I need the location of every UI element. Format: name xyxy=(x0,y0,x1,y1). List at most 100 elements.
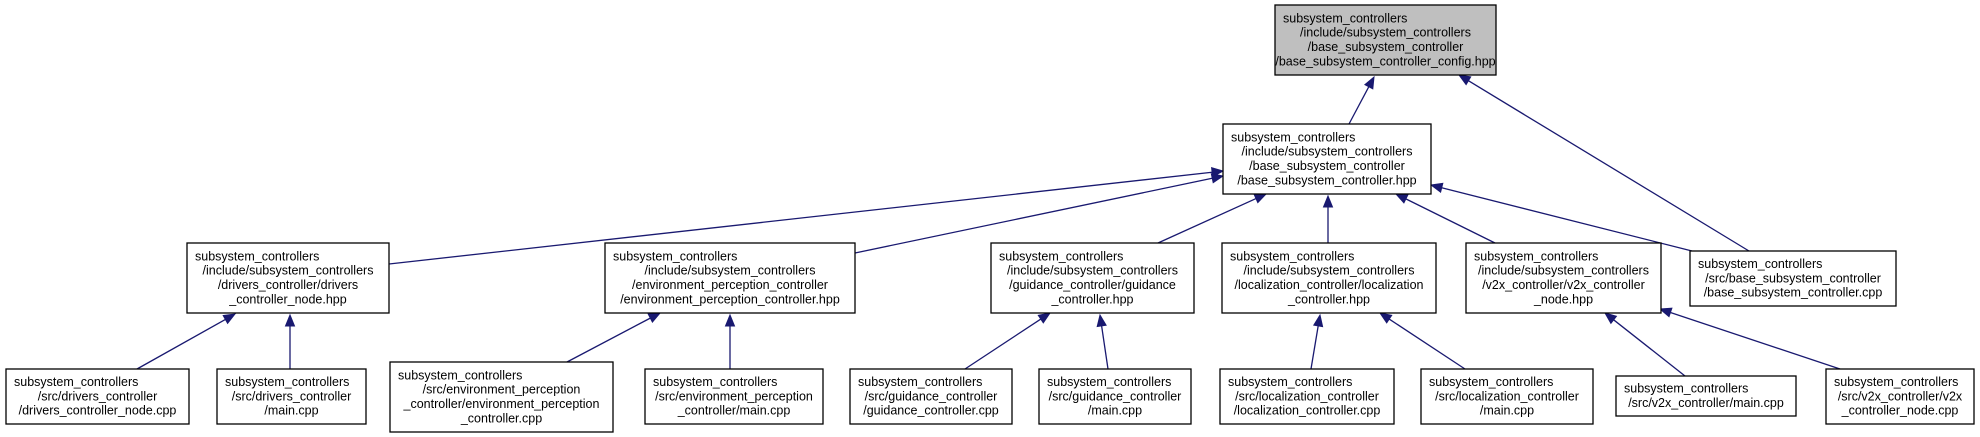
file-node[interactable]: subsystem_controllers/src/guidance_contr… xyxy=(849,368,1013,425)
node-label-line: _controller_node.cpp xyxy=(1841,404,1959,418)
file-node[interactable]: subsystem_controllers/src/drivers_contro… xyxy=(216,368,367,425)
node-label-line: /base_subsystem_controller xyxy=(1308,40,1464,54)
node-label-line: /base_subsystem_controller xyxy=(1249,159,1405,173)
node-box xyxy=(1274,4,1497,76)
node-label-line: /include/subsystem_controllers xyxy=(1242,145,1413,159)
file-node[interactable]: subsystem_controllers/src/environment_pe… xyxy=(389,361,614,433)
edge-line xyxy=(1441,187,1693,252)
node-box xyxy=(1219,368,1395,425)
edge-line xyxy=(1468,80,1750,252)
edge-line xyxy=(1157,197,1257,244)
arrowhead-icon xyxy=(1253,193,1268,204)
edge-n12-n4 xyxy=(964,312,1052,370)
node-label-line: subsystem_controllers xyxy=(398,368,522,382)
node-label-line: /src/v2x_controller/v2x xyxy=(1838,389,1963,403)
node-box xyxy=(644,368,824,425)
node-box xyxy=(1222,123,1432,195)
node-label-line: /v2x_controller/v2x_controller xyxy=(1482,278,1645,292)
node-label-line: /include/subsystem_controllers xyxy=(645,264,816,278)
node-label-line: /guidance_controller.cpp xyxy=(863,404,999,418)
node-label-line: /main.cpp xyxy=(1480,404,1534,418)
edge-n3-n1 xyxy=(854,173,1225,254)
node-label-line: subsystem_controllers xyxy=(14,375,138,389)
edge-n13-n4 xyxy=(1096,313,1109,370)
arrowhead-icon xyxy=(1096,313,1107,328)
file-node[interactable]: subsystem_controllers/src/v2x_controller… xyxy=(1825,368,1975,425)
node-label-line: /main.cpp xyxy=(1088,404,1142,418)
node-label-line: subsystem_controllers xyxy=(1283,11,1407,25)
node-label-line: _controller.hpp xyxy=(1287,292,1370,306)
edge-line xyxy=(854,177,1213,254)
node-label-line: /src/base_subsystem_controller xyxy=(1705,271,1881,285)
file-node[interactable]: subsystem_controllers/include/subsystem_… xyxy=(186,242,390,314)
file-node[interactable]: subsystem_controllers/include/subsystem_… xyxy=(1465,242,1662,314)
node-label-line: /guidance_controller/guidance xyxy=(1009,278,1176,292)
node-label-line: subsystem_controllers xyxy=(1231,130,1355,144)
edge-n16-n6 xyxy=(1603,312,1686,377)
node-box xyxy=(1689,250,1897,307)
node-label-line: /localization_controller/localization xyxy=(1235,278,1424,292)
node-label-line: subsystem_controllers xyxy=(1228,375,1352,389)
file-node[interactable]: subsystem_controllers/src/localization_c… xyxy=(1219,368,1395,425)
node-label-line: /src/localization_controller xyxy=(1235,389,1379,403)
node-label-line: /main.cpp xyxy=(264,404,318,418)
edge-n4-n1 xyxy=(1157,193,1268,244)
arrowhead-icon xyxy=(724,313,736,327)
file-node[interactable]: subsystem_controllers/include/subsystem_… xyxy=(990,242,1195,314)
edge-line xyxy=(964,318,1042,370)
file-node[interactable]: subsystem_controllers/src/guidance_contr… xyxy=(1038,368,1192,425)
node-label-line: subsystem_controllers xyxy=(999,249,1123,263)
file-node[interactable]: subsystem_controllers/include/subsystem_… xyxy=(1221,242,1437,314)
node-label-line: /base_subsystem_controller_config.hpp xyxy=(1275,54,1495,68)
node-label-line: /include/subsystem_controllers xyxy=(1007,264,1178,278)
node-box xyxy=(1221,242,1437,314)
edge-n8-n2 xyxy=(136,313,237,370)
node-label-line: /src/drivers_controller xyxy=(38,389,157,403)
node-label-line: subsystem_controllers xyxy=(1624,382,1748,396)
edge-n6-n1 xyxy=(1394,193,1496,244)
file-node[interactable]: subsystem_controllers/src/localization_c… xyxy=(1420,368,1594,425)
node-label-line: subsystem_controllers xyxy=(1230,249,1354,263)
node-label-line: /drivers_controller_node.cpp xyxy=(19,404,177,418)
node-label-line: _node.hpp xyxy=(1533,292,1593,306)
node-label-line: subsystem_controllers xyxy=(1047,375,1171,389)
edge-n17-n6 xyxy=(1658,307,1841,370)
node-label-line: subsystem_controllers xyxy=(653,375,777,389)
arrowhead-icon xyxy=(1037,312,1052,324)
arrowhead-icon xyxy=(1312,313,1324,328)
file-node[interactable]: subsystem_controllers/src/base_subsystem… xyxy=(1689,250,1897,307)
nodes-layer: subsystem_controllers/include/subsystem_… xyxy=(5,4,1975,433)
arrowhead-icon xyxy=(222,313,237,325)
arrowhead-icon xyxy=(1364,75,1375,90)
node-box xyxy=(604,242,856,314)
node-box xyxy=(990,242,1195,314)
edge-n9-n2 xyxy=(284,313,296,369)
edge-n10-n3 xyxy=(566,312,662,363)
root-file-node[interactable]: subsystem_controllers/include/subsystem_… xyxy=(1274,4,1497,76)
edge-line xyxy=(388,171,1213,265)
arrowhead-icon xyxy=(284,313,296,327)
file-node[interactable]: subsystem_controllers/include/subsystem_… xyxy=(1222,123,1432,195)
file-node[interactable]: subsystem_controllers/src/drivers_contro… xyxy=(5,368,190,425)
node-label-line: /src/localization_controller xyxy=(1435,389,1579,403)
arrowhead-icon xyxy=(1603,312,1618,325)
node-box xyxy=(1825,368,1975,425)
node-label-line: _controller/environment_perception xyxy=(403,397,600,411)
edge-n15-n5 xyxy=(1378,312,1466,370)
file-node[interactable]: subsystem_controllers/src/environment_pe… xyxy=(644,368,824,425)
arrowhead-icon xyxy=(1457,74,1472,86)
node-box xyxy=(389,361,614,433)
edge-n11-n3 xyxy=(724,313,736,369)
file-node[interactable]: subsystem_controllers/src/v2x_controller… xyxy=(1615,375,1797,417)
node-label-line: _controller.cpp xyxy=(460,411,542,425)
node-label-line: /include/subsystem_controllers xyxy=(1478,264,1649,278)
arrowhead-icon xyxy=(1378,312,1393,324)
node-label-line: subsystem_controllers xyxy=(1834,375,1958,389)
node-label-line: /src/v2x_controller/main.cpp xyxy=(1628,396,1784,410)
node-label-line: subsystem_controllers xyxy=(858,375,982,389)
arrowhead-icon xyxy=(1658,307,1673,318)
node-label-line: /src/guidance_controller xyxy=(865,389,998,403)
file-node[interactable]: subsystem_controllers/include/subsystem_… xyxy=(604,242,856,314)
node-label-line: _controller/main.cpp xyxy=(677,404,791,418)
